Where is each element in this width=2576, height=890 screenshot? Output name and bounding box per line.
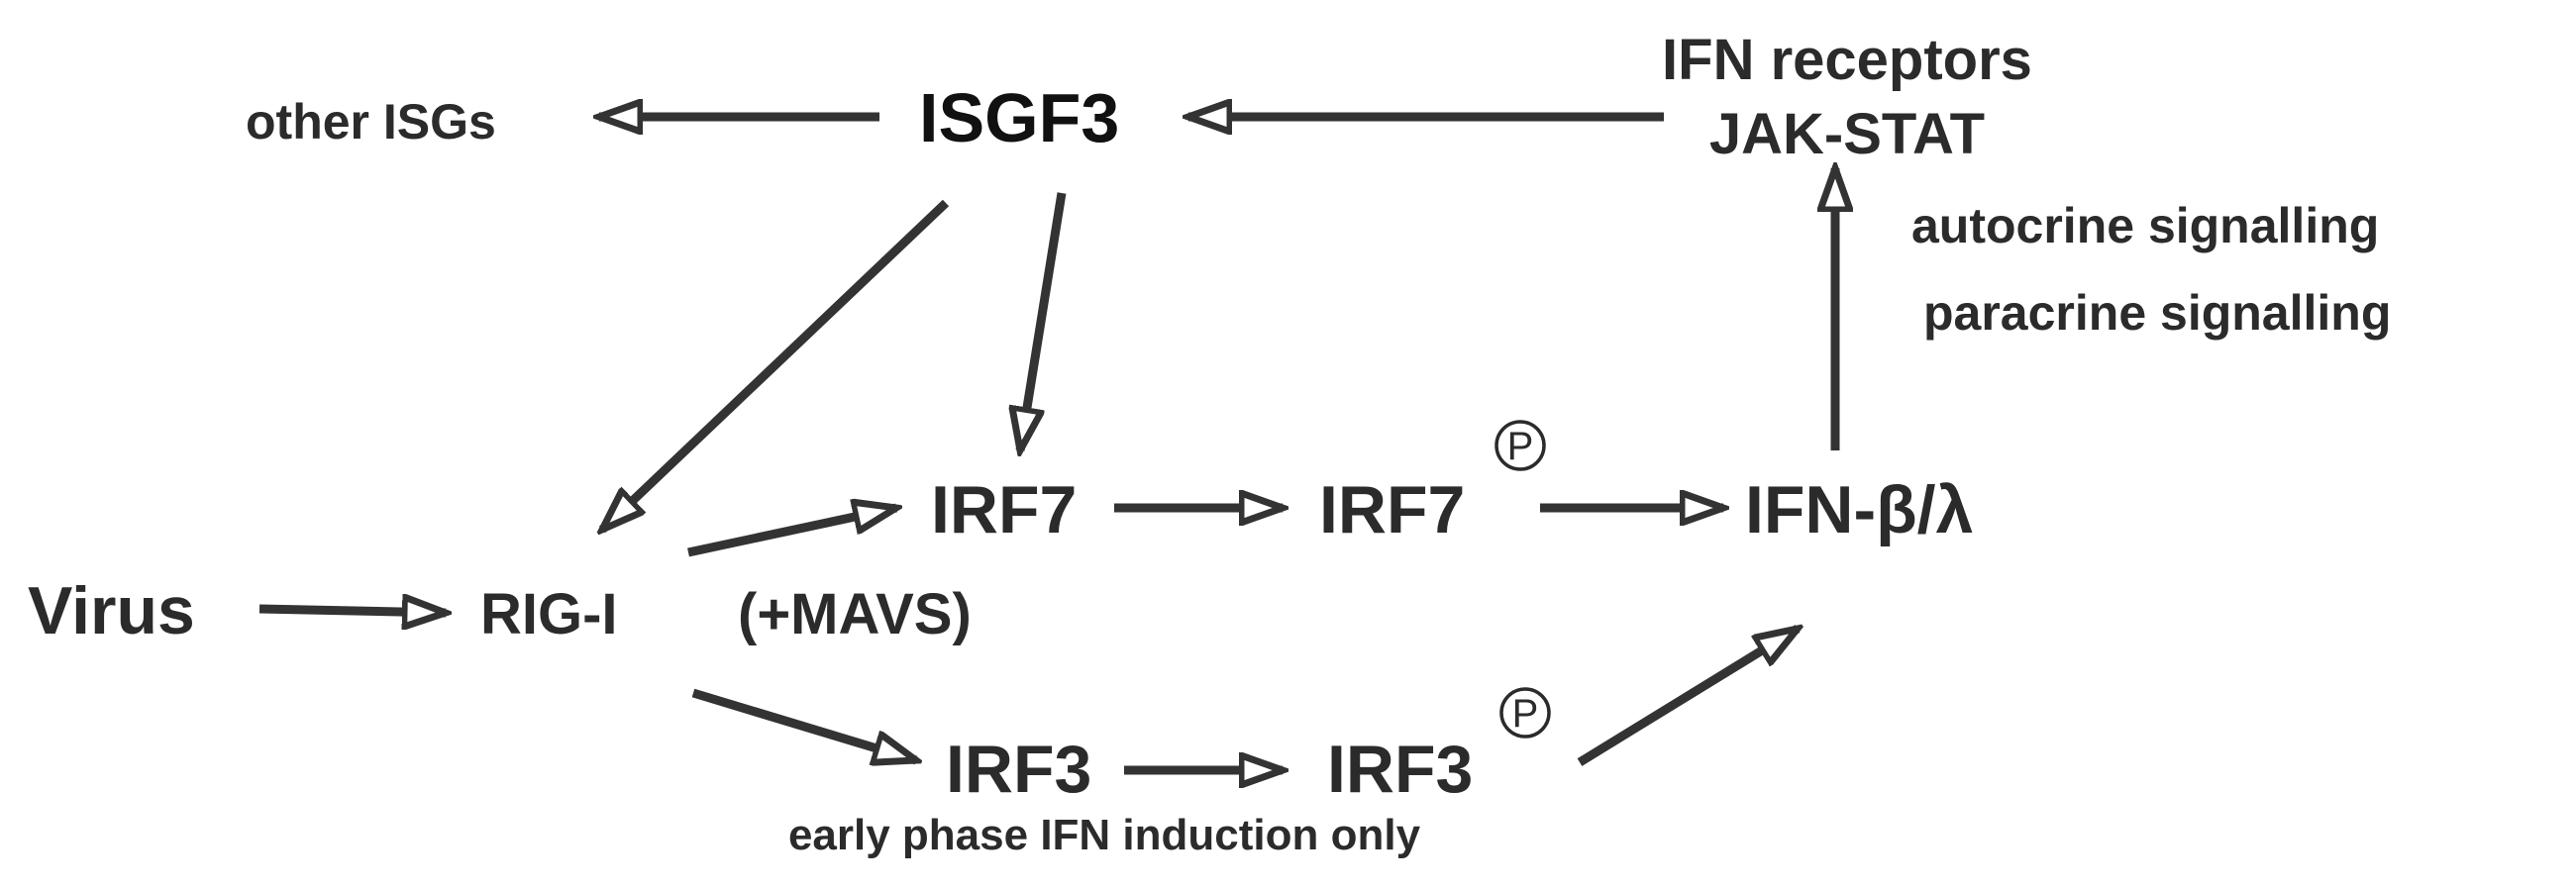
arrow-isgf3-to-rig-i [602,199,950,530]
node-irf3: IRF3 [946,732,1091,807]
arrow-rig-i-to-irf7 [687,508,896,557]
node-irf3-phosphorylated: IRF3 [1327,732,1473,807]
node-irf7: IRF7 [931,472,1077,547]
annotation-paracrine: paracrine signalling [1923,285,2391,341]
node-ifn-receptors: IFN receptors [1662,28,2032,92]
annotation-early-phase: early phase IFN induction only [788,811,1421,859]
arrow-irf3p-to-ifn [1577,629,1798,766]
arrow-virus-to-rig-i [258,609,446,613]
arrows [258,117,1835,770]
arrow-rig-i-to-irf3 [691,688,916,760]
svg-text:P: P [1507,425,1534,468]
node-mavs: (+MAVS) [738,582,972,646]
node-virus: Virus [28,573,195,648]
node-rig-i: RIG-I [480,582,618,646]
annotations: autocrine signalling paracrine signallin… [788,198,2391,859]
node-labels: Virus RIG-I (+MAVS) IRF7 IRF7 IRF3 IRF3 … [28,28,2032,807]
node-ifn-beta-lambda: IFN-β/λ [1745,472,1973,547]
node-isgf3: ISGF3 [919,79,1119,156]
node-irf7-phosphorylated: IRF7 [1319,472,1465,547]
annotation-autocrine: autocrine signalling [1911,198,2379,253]
node-jak-stat: JAK-STAT [1709,102,1985,166]
svg-text:P: P [1512,692,1539,736]
node-other-isgs: other ISGs [246,94,496,149]
phospho-irf7-marker: P [1494,420,1546,471]
arrow-isgf3-to-irf7 [1020,192,1067,450]
phospho-irf3-marker: P [1499,687,1551,739]
